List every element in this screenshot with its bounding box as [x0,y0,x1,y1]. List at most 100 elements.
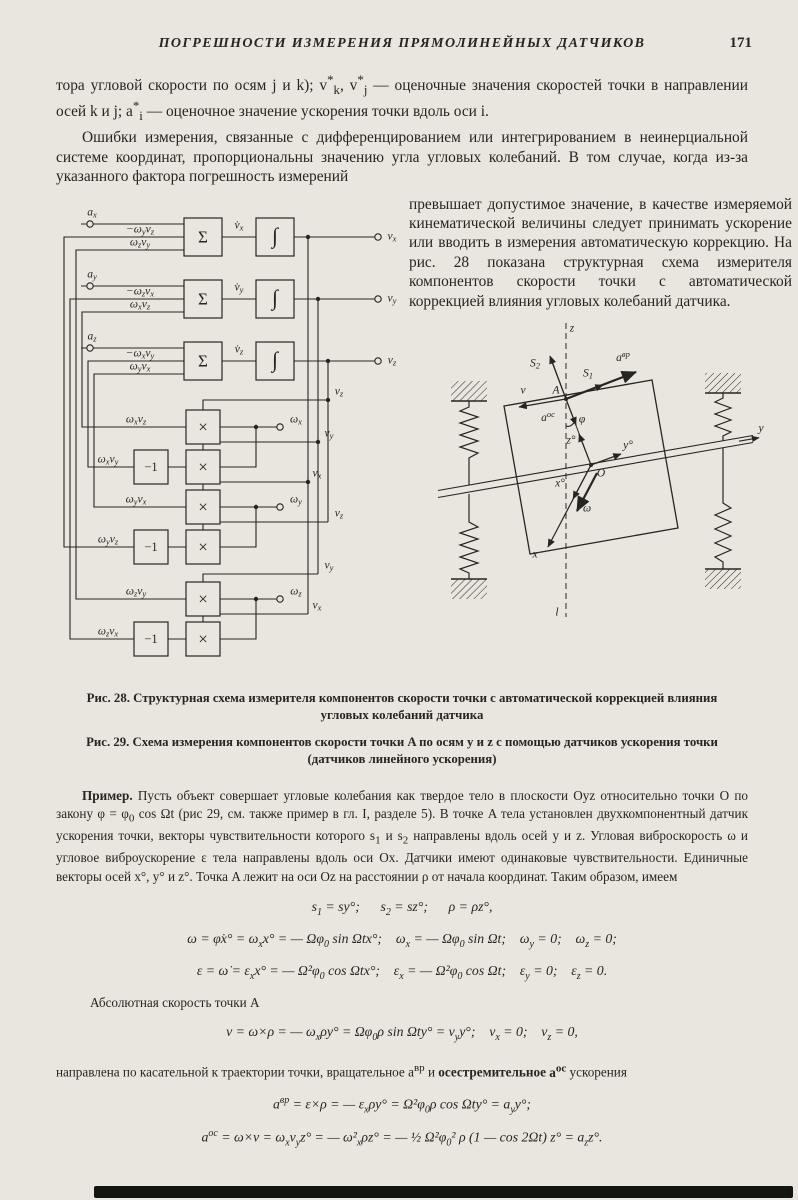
fig28-terminals [86,219,382,603]
fig29-label-s1: S1 [583,367,593,381]
fig28-label-ax: ax [87,205,97,219]
points [564,397,593,468]
fig28-label-prod-wy-vx: ωyvx [125,492,147,506]
multiplier-block-6 [185,621,221,657]
integrator-block-y [255,279,295,319]
fig28-multiplier-symbol-3: × [198,497,208,517]
fig28-label-minus-wx-vy: −ωxvy [125,346,155,360]
fig29-label-x0: x° [555,477,565,490]
fig28-sum-symbol-z: Σ [198,351,208,371]
fig28-label-wx-vz-in: ωxvz [129,297,151,311]
absolute-velocity-line: Абсолютная скорость точки A [90,995,260,1011]
spring-top-left [458,401,480,486]
equation-3: ε = ω̇ = εxx° = — Ω²φ0 cos Ωtx°; εx = — … [196,962,608,982]
figure-29-caption-text: Схема измерения компонентов скорости точ… [132,735,718,767]
fig28-label-vx-out: vx [387,229,397,243]
fig29-label-O: O [596,467,606,480]
paragraph-2: Ошибки измерения, связанные с дифференци… [56,128,748,186]
fig29-label-y-axis: y [758,422,764,435]
fig28-label-vx-tap1: vx [312,466,322,480]
fig28-label-minus-wz-vx: −ωzvx [125,284,155,298]
equation-1: s1 = sy°; s2 = sz°; ρ = ρz°, [311,899,493,918]
equation-6: aос = ω×v = ωxvyz° = — ω²xρz° = — ½ Ω²φ0… [201,1128,603,1149]
paragraph-1: тора угловой скорости по осям j и k); v*… [56,73,749,124]
fig28-label-prod-wx-vy: ωxvy [97,452,119,466]
fig28-label-wz-terminal: ωz [290,584,302,598]
example-text: Пусть объект совершает угловые колебания… [56,787,748,884]
fig28-label-vdot-y: v̇y [234,280,244,294]
fig28-label-vz-tap1: vz [334,384,344,398]
wall-anchors [451,373,741,600]
fig28-inverter-symbol-1: −1 [144,459,158,474]
fig29-label-v: v [520,384,526,397]
wall-anchor-top-left [451,381,487,402]
fig29-label-phi: φ [578,413,586,426]
fig28-label-vx-tap2: vx [312,598,322,612]
fig28-label-prod-wz-vy: ωzvy [125,584,147,598]
sum-block-y [183,279,223,319]
running-head-title: ПОГРЕШНОСТИ ИЗМЕРЕНИЯ ПРЯМОЛИНЕЙНЫХ ДАТЧ… [158,36,646,51]
spring-bottom-right [713,448,733,570]
fig28-label-vdot-x: v̇x [234,218,244,232]
running-head: ПОГРЕШНОСТИ ИЗМЕРЕНИЯ ПРЯМОЛИНЕЙНЫХ ДАТЧ… [56,35,752,52]
figure-28-caption-label: Рис. 28. [86,690,130,705]
fig28-label-vy-tap1: vy [324,426,334,440]
fig29-label-z0: z° [566,434,576,447]
fig28-label-wx-terminal: ωx [290,412,302,426]
wall-anchor-bottom-right [705,569,741,590]
spring-bottom-left [458,494,480,580]
fig28-integrator-symbol-x: ∫ [271,222,279,248]
fig28-integrator-symbol-y: ∫ [271,284,279,310]
fig28-blocks [133,217,295,657]
fig29-label-A: A [552,384,560,397]
figure-29-caption-label: Рис. 29. [86,735,130,750]
integrator-block-x [255,217,295,257]
fig28-label-prod-wx-vz: ωxvz [125,412,147,426]
figure-28-caption-text: Структурная схема измерителя компонентов… [133,690,718,722]
fig28-multiplier-symbol-2: × [198,457,208,477]
inverter-block-3 [133,621,169,657]
fig29-label-a-oc: aос [541,408,555,424]
fig28-multiplier-symbol-6: × [198,629,208,649]
paragraph-2-continued: превышает допустимое значение, в качеств… [409,195,792,310]
omega-vector [576,472,598,513]
example-paragraph: Пример. Пусть объект совершает угловые к… [56,787,748,887]
a-vr-vector [565,371,638,401]
fig28-multiplier-symbol-4: × [198,537,208,557]
inverter-block-2 [133,529,169,565]
equation-4: v = ω×ρ = — ωxρy° = Ωφ0ρ sin Ωty° = vyy°… [226,1024,578,1044]
fig29-diagram-canvas [437,323,760,618]
fig28-junction-dots [253,234,331,601]
multiplier-block-2 [185,449,221,485]
fig28-label-vy-out: vy [387,291,397,305]
z0-unit-vector [578,433,592,466]
fig28-label-vz-out: vz [387,353,397,367]
fig29-label-l: l [555,606,559,619]
fig29-label-s2: S2 [530,357,540,371]
multiplier-block-1 [185,409,221,445]
point-O [589,463,593,468]
fig28-sum-symbol-x: Σ [198,227,208,247]
multiplier-block-3 [185,489,221,525]
wall-anchor-bottom-left [451,579,487,600]
v-vector [518,398,567,410]
a-oc-vector [565,398,577,426]
fig29-label-x-axis: x [532,548,538,561]
x-axis-line [547,464,592,548]
sum-block-x [183,217,223,257]
fig28-label-wy-terminal: ωy [290,492,302,506]
scan-artifact-bar [94,1186,793,1198]
point-A [564,397,568,402]
fig28-multiplier-symbol-1: × [198,417,208,437]
paragraph-3: направлена по касательной к траектории т… [56,1062,627,1080]
fig28-label-minus-wy-vz: −ωyvz [125,222,155,236]
fig29-label-omega: ω [582,502,592,515]
fig28-inverter-symbol-3: −1 [144,631,158,646]
s2-vector [549,355,567,400]
integrator-block-z [255,341,295,381]
fig28-label-vz-tap2: vz [334,506,344,520]
fig28-label-prod-wz-vx: ωzvx [97,624,119,638]
